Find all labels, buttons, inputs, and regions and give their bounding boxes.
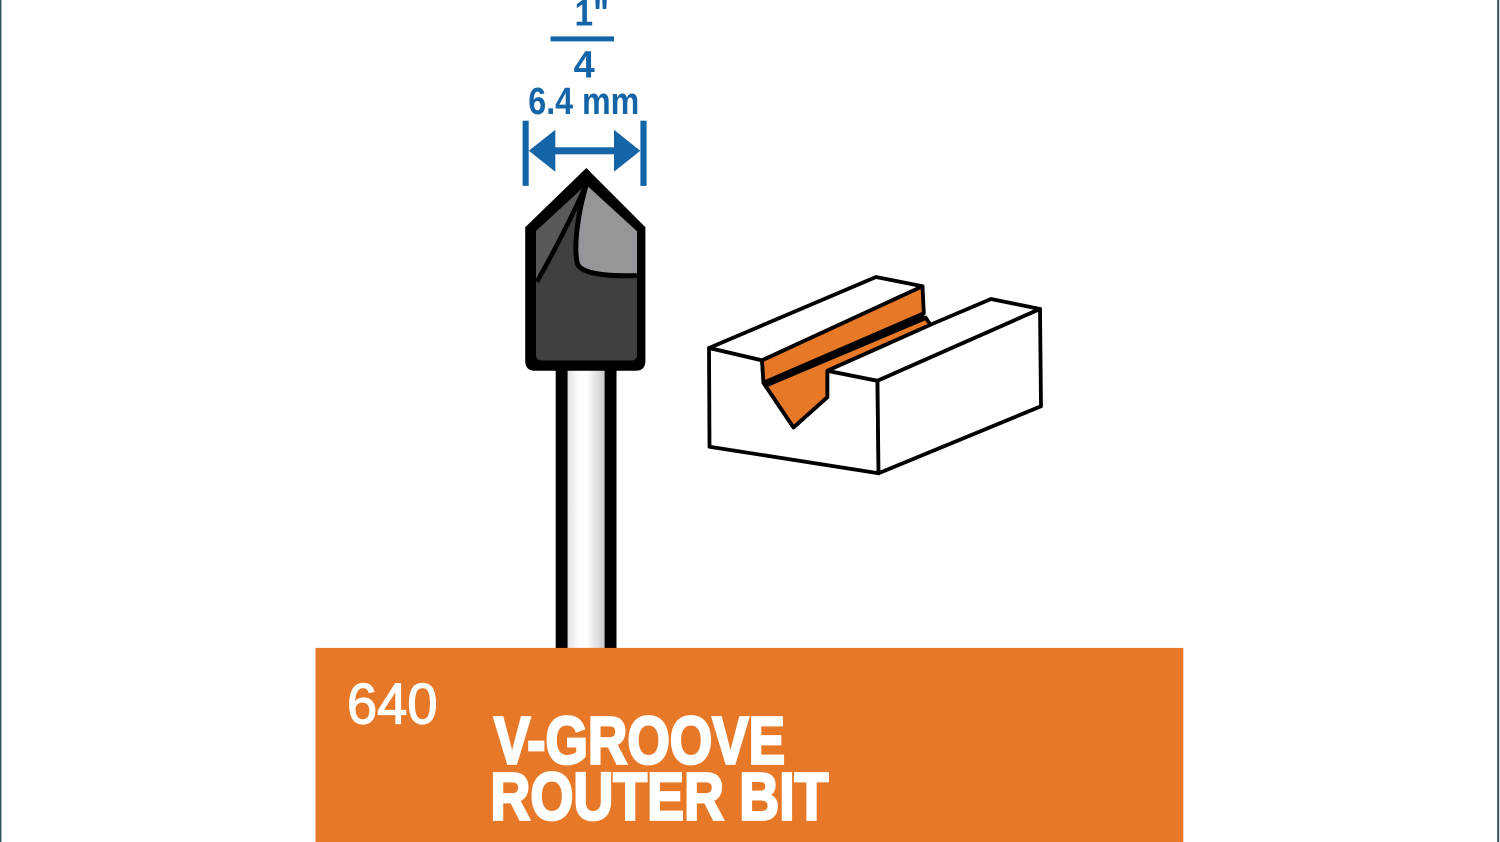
svg-text:1": 1" — [575, 0, 610, 34]
svg-text:4: 4 — [574, 45, 595, 87]
svg-text:640: 640 — [347, 672, 438, 736]
svg-text:6.4 mm: 6.4 mm — [528, 81, 639, 123]
svg-text:ROUTER BIT: ROUTER BIT — [490, 760, 828, 835]
svg-text:V-GROOVE: V-GROOVE — [494, 703, 785, 778]
